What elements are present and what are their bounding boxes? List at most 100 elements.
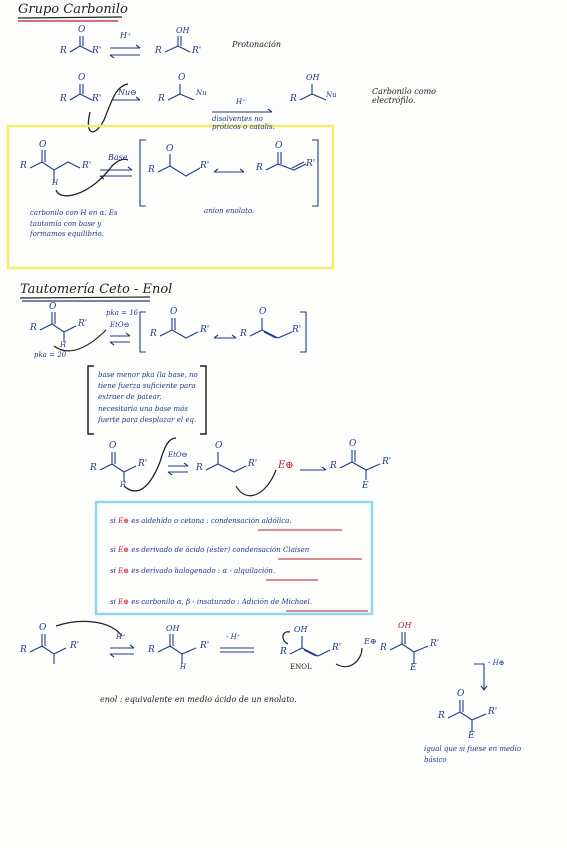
atom-oh: OH — [398, 621, 412, 630]
bullet-text: es derivado de ácido (éster) — [131, 546, 231, 554]
bullet-1: si E⊕ es aldehído o cetona : condensació… — [110, 517, 292, 526]
minus-h: - H⁺ — [226, 633, 241, 641]
atom-r-prime: R' — [200, 325, 210, 335]
bullet-4: si E⊕ es carbonilo α, β - insaturado : A… — [110, 598, 313, 607]
enolate-anion: anion enolato. — [204, 207, 255, 215]
atom-r: R — [60, 94, 67, 104]
atom-r: R — [90, 463, 97, 473]
bullet-reaction: condensación aldólica. — [211, 517, 292, 525]
atom-o: O — [457, 689, 465, 699]
bullet-reaction: condensación Claisen — [232, 546, 310, 554]
atom-r: R — [280, 647, 287, 657]
atom-o: O — [275, 141, 283, 151]
atom-oh: OH — [306, 73, 320, 82]
atom-r: R — [158, 94, 165, 104]
bullet-prefix: si — [110, 567, 116, 575]
atom-o: O — [170, 307, 178, 317]
bullet-prefix: si — [110, 517, 116, 525]
e-letter: E — [468, 731, 475, 741]
atom-oh: OH — [294, 625, 308, 634]
pka-16: pka = 16 — [106, 309, 139, 317]
atom-r: R — [330, 461, 337, 471]
e-plus: E⊕ — [118, 567, 130, 575]
atom-o: O — [259, 307, 267, 317]
minus-h-final: - H⊕ — [488, 659, 505, 667]
bullet-reaction: α - alquilación. — [222, 567, 276, 575]
aprotic-note: disolventes no próticos o catalis. — [212, 115, 275, 131]
atom-r-prime: R' — [78, 319, 88, 329]
e-plus: E⊕ — [364, 637, 377, 646]
atom-r-prime: R' — [70, 641, 80, 651]
atom-r: R — [150, 329, 157, 339]
basic-medium: igual que si fuese en medio básico — [424, 745, 522, 764]
atom-oh: OH — [166, 624, 180, 633]
atom-r-prime: R' — [92, 94, 102, 104]
bullet-prefix: si — [110, 546, 116, 554]
e-plus: E⊕ — [118, 546, 130, 554]
base-label: Base — [108, 153, 128, 162]
atom-r-prime: R' — [82, 161, 92, 171]
atom-r: R — [196, 463, 203, 473]
label-h-plus: H⁺ — [236, 98, 246, 106]
e-plus: E⊕ — [118, 598, 130, 606]
eto-minus: EtO⊖ — [110, 321, 130, 329]
e-plus: E⊕ — [278, 460, 294, 471]
atom-r-prime: R' — [200, 161, 210, 171]
atom-r-prime: R' — [248, 459, 258, 469]
heading-carbonyl: Grupo Carbonilo — [18, 2, 128, 17]
e-letter: E — [362, 481, 369, 491]
atom-o: O — [78, 25, 86, 35]
e-letter: E — [410, 663, 417, 673]
bullet-text: es aldehído o cetona : — [131, 517, 209, 525]
atom-r: R — [256, 163, 263, 173]
atom-o: O — [78, 73, 86, 83]
atom-nu: Nu — [196, 89, 207, 97]
atom-oh: OH — [176, 26, 190, 35]
atom-r-prime: R' — [430, 639, 440, 649]
atom-o: O — [109, 441, 117, 451]
label-nu-minus: Nu⊖ — [118, 88, 137, 97]
atom-h: H — [120, 481, 127, 489]
atom-r-prime: R' — [200, 641, 210, 651]
atom-r: R — [148, 645, 155, 655]
atom-r: R — [60, 46, 67, 56]
atom-r-prime: R' — [138, 459, 148, 469]
bullet-text: es derivado halogenado : — [131, 567, 221, 575]
atom-r-prime: R' — [382, 457, 392, 467]
bullet-2: si E⊕ es derivado de ácido (éster) conde… — [110, 546, 310, 555]
atom-h: H — [180, 663, 187, 671]
enol-label: ENOL — [290, 663, 312, 671]
atom-r: R — [380, 643, 387, 653]
atom-o: O — [166, 144, 174, 154]
atom-h: H — [52, 179, 59, 187]
weak-base-note: base menor pka (la base, no tiene fuerza… — [98, 371, 198, 424]
atom-o: O — [49, 302, 57, 312]
label-h-plus: H⁺ — [120, 31, 132, 40]
atom-o: O — [39, 140, 47, 150]
atom-o: O — [178, 73, 186, 83]
alpha-note: carbonilo con H en α. Es tautomía con ba… — [30, 209, 118, 238]
atom-r: R — [30, 323, 37, 333]
label-h-plus: H⁺ — [116, 633, 126, 641]
atom-r-prime: R' — [192, 46, 202, 56]
pka-20: pka = 20 — [34, 351, 67, 359]
atom-o: O — [39, 623, 47, 633]
atom-r-prime: R' — [292, 325, 302, 335]
atom-o: O — [349, 439, 357, 449]
bullet-reaction: Adición de Michael. — [241, 598, 313, 606]
atom-r: R — [20, 645, 27, 655]
atom-r-prime: R' — [488, 707, 498, 717]
atom-r-prime: R' — [306, 159, 316, 169]
atom-r: R — [240, 329, 247, 339]
bullet-prefix: si — [110, 598, 116, 606]
atom-r: R — [148, 165, 155, 175]
enol-equivalent: enol : equivalente en medio ácido de un … — [100, 695, 297, 704]
eto-minus: EtO⊖ — [168, 451, 188, 459]
atom-h: H — [60, 341, 67, 349]
atom-r: R — [155, 46, 162, 56]
carbonyl-electrophile: Carbonilo como electrófilo. — [372, 87, 436, 105]
e-plus: E⊕ — [118, 517, 130, 525]
protonation-label: Protonación — [232, 40, 281, 49]
atom-r: R — [20, 161, 27, 171]
